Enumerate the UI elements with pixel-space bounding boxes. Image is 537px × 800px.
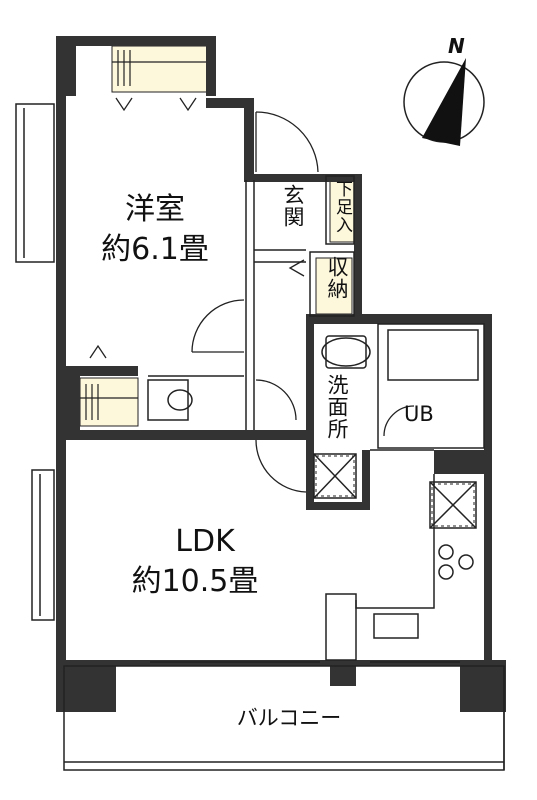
compass-north-label: N [448,34,465,58]
fixtures [167,335,474,580]
unit-bath-label: UB [404,402,434,426]
entrance-label: 玄関 [281,184,305,228]
closet-shelves [80,50,208,420]
washroom-label: 洗面所 [325,374,349,440]
compass [403,58,485,146]
western-room-size: 約6.1畳 [101,232,209,267]
closet-top [111,45,209,93]
storage-label: 収納 [325,256,349,300]
ldk-size: 約10.5畳 [131,564,259,599]
stove-burner-3 [438,564,454,580]
storage-fill [315,257,353,315]
shoe-storage-label: 下足入 [332,180,352,234]
toilet [167,389,193,411]
balcony-label: バルコニー [236,706,342,730]
ldk-name: LDK [175,524,235,559]
door-swings [89,97,415,493]
interior-lines [15,103,505,771]
basin [321,337,371,367]
drain-lines [315,455,475,527]
closet-bottom [79,377,139,427]
western-room-name: 洋室 [125,192,185,227]
walls [56,36,506,712]
stove-burner-1 [438,544,454,560]
compass-needle [422,58,466,146]
stove-burner-2 [458,554,474,570]
